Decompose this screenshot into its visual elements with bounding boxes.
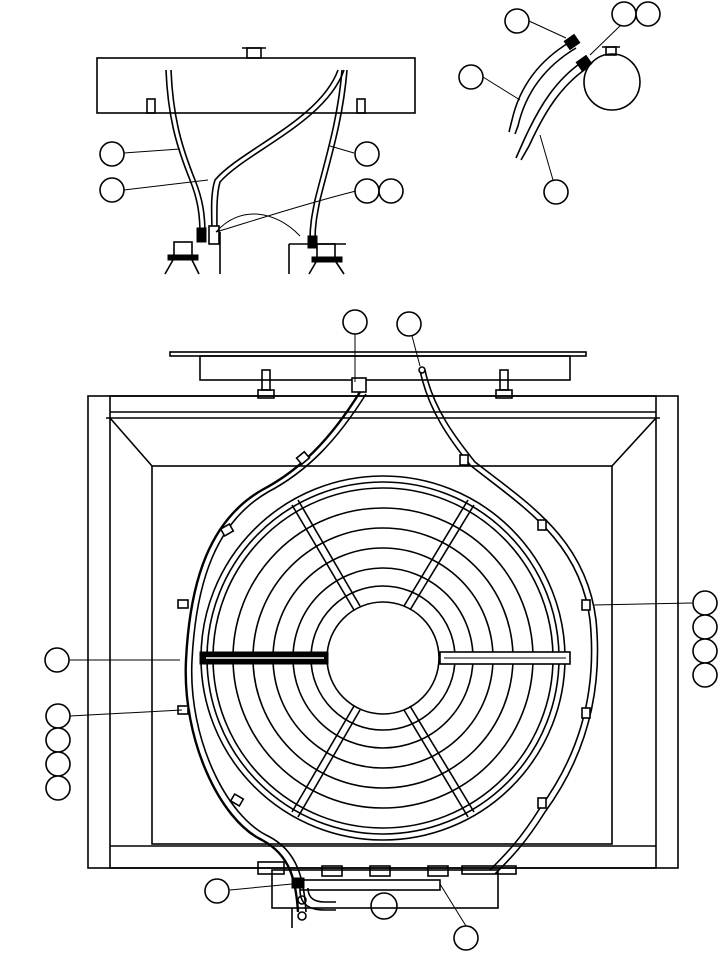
callout-16	[45, 751, 71, 777]
callout-15	[45, 727, 71, 753]
valve-left	[173, 241, 193, 257]
hose-right	[309, 69, 343, 241]
callout-14	[45, 703, 71, 729]
fitting-upper	[563, 33, 581, 51]
reservoir-sphere	[583, 53, 641, 111]
callout-21	[692, 662, 718, 688]
fitting-right	[307, 235, 318, 249]
valve-right	[316, 243, 336, 259]
bottom-pipe	[299, 879, 441, 891]
main-view	[69, 334, 693, 928]
callout-22	[204, 878, 230, 904]
bottom-pump	[370, 892, 398, 920]
callout-11	[342, 309, 368, 335]
callout-09	[458, 64, 484, 90]
fitting-left	[196, 227, 207, 243]
callout-23	[453, 925, 479, 951]
hose-main-right	[419, 369, 593, 871]
hose-fitting-top	[351, 377, 367, 393]
callout-07	[611, 1, 637, 27]
callout-12	[396, 311, 422, 337]
hose-crossover	[210, 69, 339, 236]
callout-17	[45, 775, 71, 801]
fitting-lower	[575, 54, 593, 72]
callout-13	[44, 647, 70, 673]
hose-upper	[508, 41, 571, 133]
bottom-assembly	[271, 869, 499, 909]
tank-filler-cap	[246, 47, 262, 59]
callout-18	[692, 590, 718, 616]
callout-20	[692, 638, 718, 664]
spoke	[291, 504, 355, 611]
callout-04	[354, 178, 380, 204]
callout-06	[504, 8, 530, 34]
shroud-inner	[151, 465, 613, 845]
callout-01	[99, 141, 125, 167]
callout-05	[378, 178, 404, 204]
top-right-detail-view	[482, 20, 641, 181]
fan-hub	[326, 601, 440, 715]
hose-left-outer	[165, 69, 201, 236]
callout-08	[635, 1, 661, 27]
hose-lower	[515, 61, 583, 159]
tank-bracket-left	[146, 98, 156, 114]
tank-body	[96, 57, 416, 114]
callout-10	[543, 179, 569, 205]
top-left-detail-view	[96, 47, 416, 275]
tank-bracket-right	[356, 98, 366, 114]
hose-main-left	[184, 391, 362, 913]
callout-02	[99, 177, 125, 203]
fitting-center	[208, 225, 220, 245]
callout-03	[354, 141, 380, 167]
callout-19	[692, 614, 718, 640]
